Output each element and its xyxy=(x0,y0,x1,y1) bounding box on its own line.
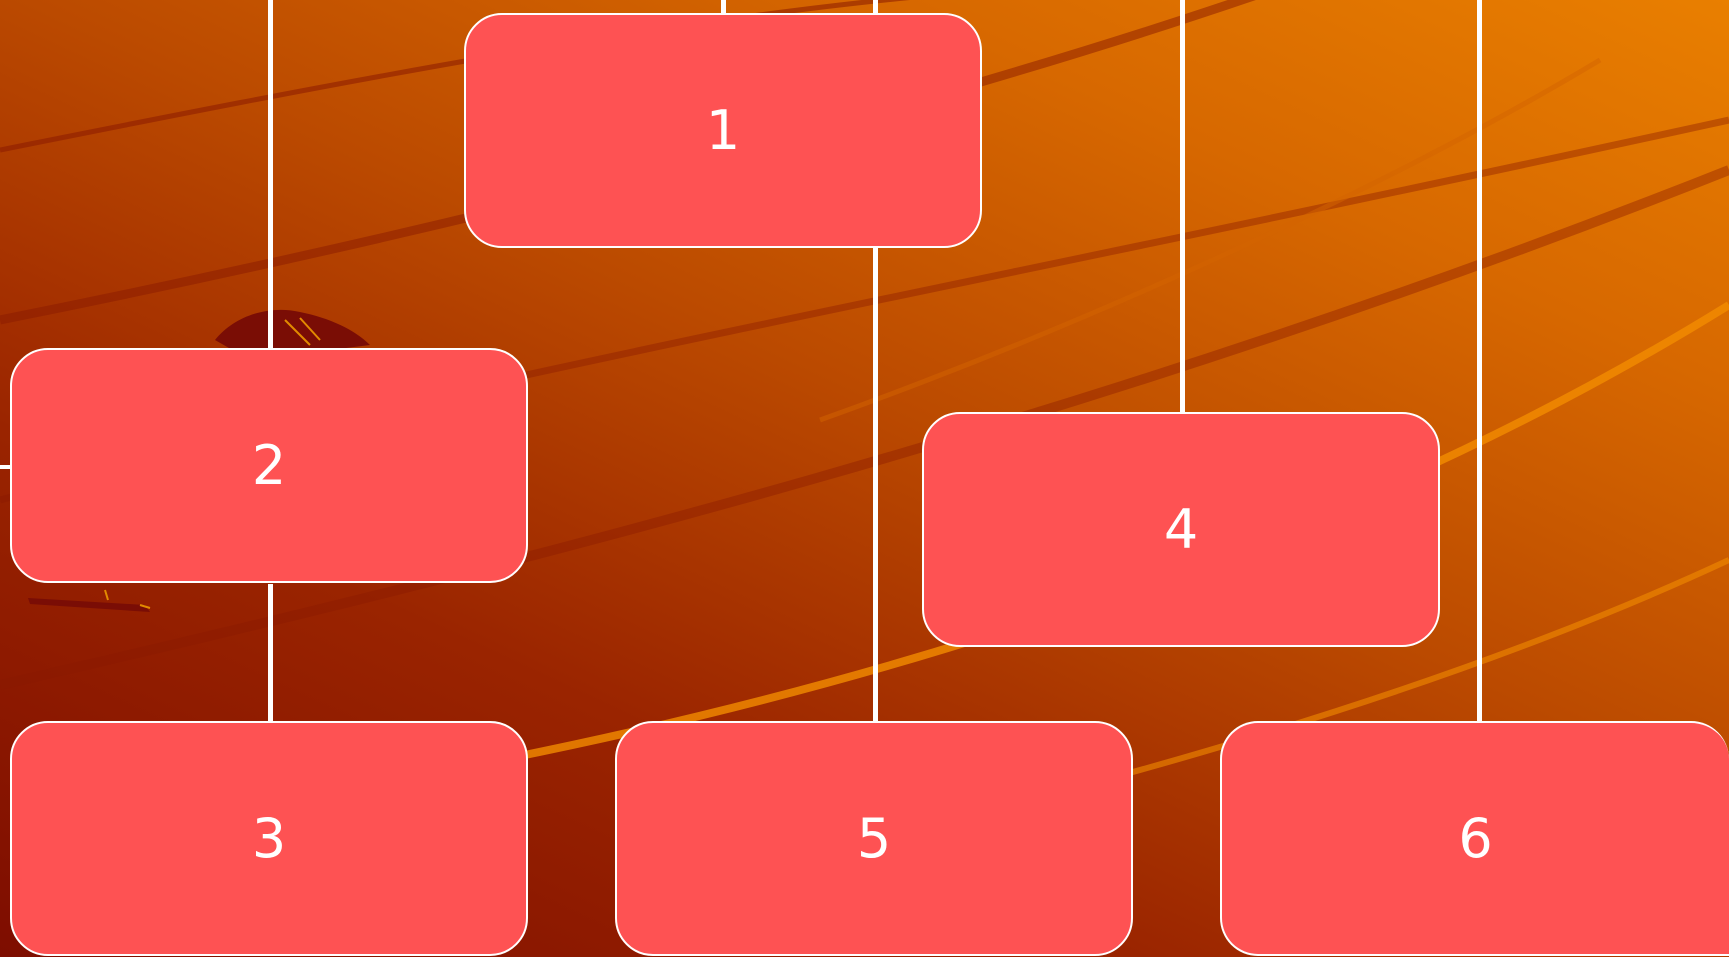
node-label: 3 xyxy=(252,807,286,870)
node-label: 4 xyxy=(1164,498,1198,561)
node-label: 1 xyxy=(706,99,740,162)
connector-line xyxy=(268,584,273,722)
connector-line xyxy=(873,248,878,722)
connector-line xyxy=(721,0,726,14)
node-label: 6 xyxy=(1458,807,1492,870)
node-label: 5 xyxy=(857,807,891,870)
node-4: 4 xyxy=(922,412,1440,647)
connector-line xyxy=(1180,0,1185,414)
node-2: 2 xyxy=(10,348,528,583)
connector-line xyxy=(873,0,878,14)
node-label: 2 xyxy=(252,434,286,497)
connector-line xyxy=(268,0,273,350)
node-6: 6 xyxy=(1220,721,1729,956)
node-5: 5 xyxy=(615,721,1133,956)
node-3: 3 xyxy=(10,721,528,956)
connector-line xyxy=(1477,0,1482,722)
node-1: 1 xyxy=(464,13,982,248)
